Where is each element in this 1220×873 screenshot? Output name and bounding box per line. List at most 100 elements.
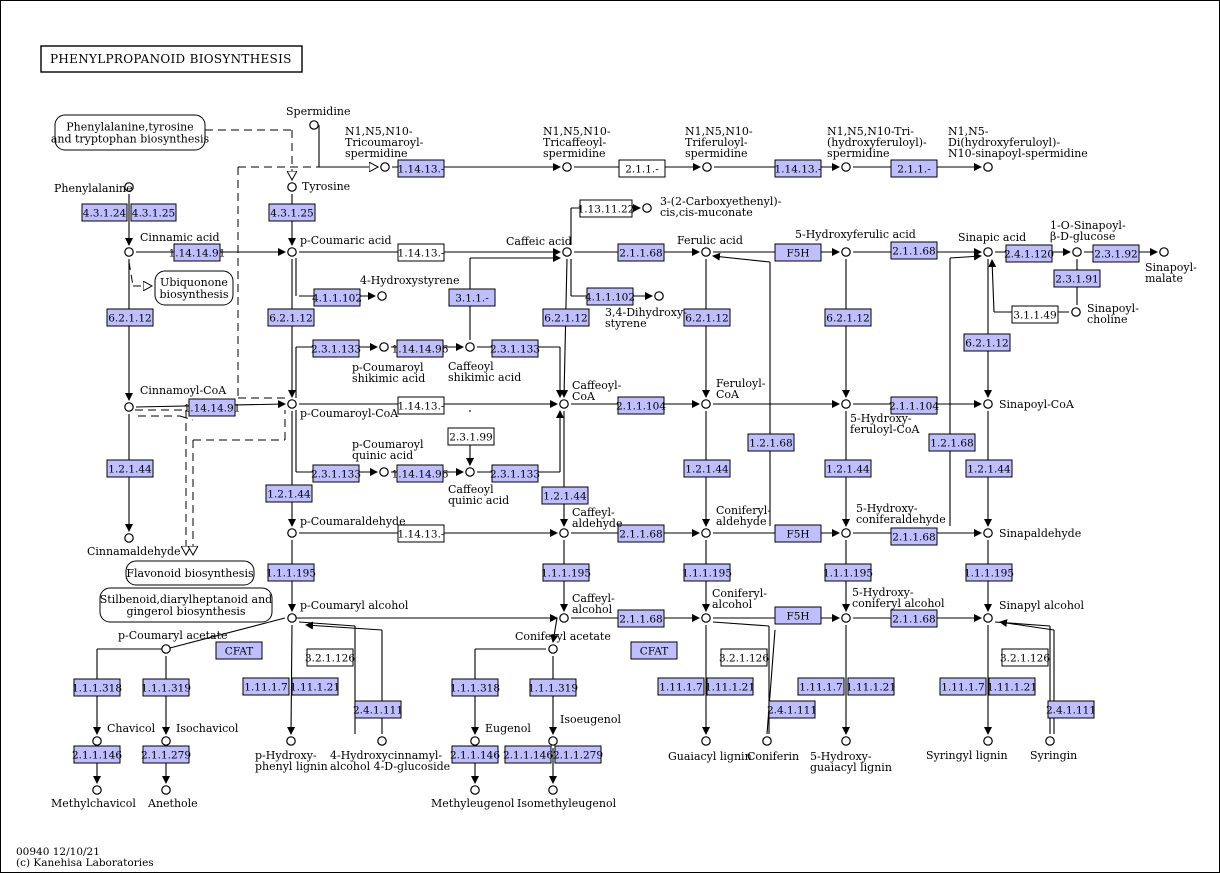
compound-node[interactable] [548,736,558,746]
compound-node[interactable] [559,399,569,409]
enzyme-box[interactable]: 2.3.1.91 [1053,269,1101,288]
enzyme-box[interactable]: 2.1.1.146 [72,745,122,764]
compound-node[interactable] [983,736,993,746]
enzyme-box[interactable]: 4.3.1.25 [130,203,177,222]
enzyme-box[interactable]: 2.1.1.68 [617,243,665,262]
compound-node[interactable] [287,247,297,257]
enzyme-box[interactable]: 1.14.13.- [774,159,822,178]
enzyme-box[interactable]: 6.2.1.12 [963,333,1011,352]
compound-node[interactable] [701,247,711,257]
compound-node[interactable] [1159,247,1169,257]
enzyme-box[interactable]: 2.1.1.68 [890,241,938,260]
compound-node[interactable] [642,203,652,213]
enzyme-box[interactable]: 2.1.1.- [618,159,666,178]
enzyme-box[interactable]: 1.11.1.7 [242,677,290,696]
enzyme-box[interactable]: 1.1.1.195 [266,563,316,582]
enzyme-box[interactable]: 2.1.1.279 [141,745,191,764]
enzyme-box[interactable]: CFAT [630,641,678,660]
compound-node[interactable] [465,342,475,352]
enzyme-box[interactable]: 6.2.1.12 [106,308,154,327]
compound-node[interactable] [92,736,102,746]
compound-node[interactable] [559,528,569,538]
compound-node[interactable] [161,785,171,795]
enzyme-box[interactable]: 3.1.1.- [448,288,496,307]
compound-node[interactable] [161,644,171,654]
compound-node[interactable] [841,528,851,538]
compound-node[interactable] [548,785,558,795]
enzyme-box[interactable]: 1.14.13.- [397,243,445,262]
enzyme-box[interactable]: 2.1.1.104 [616,396,666,415]
compound-node[interactable] [287,399,297,409]
enzyme-box[interactable]: CFAT [215,641,263,660]
enzyme-box[interactable]: 1.11.1.21 [290,677,340,696]
enzyme-box[interactable]: 1.11.1.7 [939,677,987,696]
enzyme-box[interactable]: F5H [774,524,822,543]
compound-node[interactable] [1072,247,1082,257]
compound-node[interactable] [701,399,711,409]
enzyme-box[interactable]: 1.14.14.96 [392,339,449,358]
enzyme-box[interactable]: 2.1.1.146 [503,745,553,764]
compound-node[interactable] [548,644,558,654]
compound-node[interactable] [377,736,387,746]
compound-node[interactable] [702,162,712,172]
compound-node[interactable] [309,120,319,130]
enzyme-box[interactable]: 1.13.11.22 [578,199,635,218]
compound-node[interactable] [559,613,569,623]
compound-node[interactable] [983,528,993,538]
enzyme-box[interactable]: 4.3.1.24 [81,203,128,222]
compound-node[interactable] [124,247,134,257]
compound-node[interactable] [1071,307,1081,317]
compound-node[interactable] [470,736,480,746]
enzyme-box[interactable]: 1.2.1.44 [106,459,154,478]
enzyme-box[interactable]: 1.11.1.21 [987,677,1037,696]
enzyme-box[interactable]: 1.2.1.68 [928,433,976,452]
enzyme-box[interactable]: 1.14.14.91 [184,398,241,417]
enzyme-box[interactable]: 2.1.1.68 [890,527,938,546]
enzyme-box[interactable]: 2.1.1.- [890,159,938,178]
enzyme-box[interactable]: 3.2.1.126 [719,648,769,667]
enzyme-box[interactable]: 1.1.1.195 [541,563,591,582]
enzyme-box[interactable]: 2.1.1.68 [617,524,665,543]
compound-node[interactable] [465,467,475,477]
enzyme-box[interactable]: 1.1.1.195 [823,563,873,582]
enzyme-box[interactable]: F5H [774,243,822,262]
enzyme-box[interactable]: 6.2.1.12 [267,308,315,327]
compound-node[interactable] [701,613,711,623]
compound-node[interactable] [377,291,387,301]
enzyme-box[interactable]: 1.11.1.21 [846,677,896,696]
compound-node[interactable] [701,736,711,746]
enzyme-box[interactable]: 4.1.1.102 [312,288,362,307]
enzyme-box[interactable]: 1.11.1.7 [797,677,845,696]
compound-node[interactable] [841,613,851,623]
enzyme-box[interactable]: 2.3.1.133 [311,464,361,483]
compound-node[interactable] [762,736,772,746]
enzyme-box[interactable]: 1.2.1.44 [965,459,1013,478]
enzyme-box[interactable]: 1.1.1.319 [141,678,191,697]
compound-node[interactable] [287,528,297,538]
enzyme-box[interactable]: 2.1.1.104 [889,396,939,415]
compound-node[interactable] [983,399,993,409]
enzyme-box[interactable]: 1.2.1.44 [541,486,589,505]
compound-node[interactable] [983,613,993,623]
enzyme-box[interactable]: 1.11.1.7 [657,677,705,696]
enzyme-box[interactable]: 1.14.14.96 [392,464,449,483]
enzyme-box[interactable]: 1.14.14.91 [169,243,226,262]
compound-node[interactable] [983,247,993,257]
enzyme-box[interactable]: 2.1.1.146 [450,745,500,764]
enzyme-box[interactable]: 3.2.1.126 [1000,648,1050,667]
compound-node[interactable] [379,342,389,352]
enzyme-box[interactable]: 2.1.1.279 [553,745,603,764]
enzyme-box[interactable]: 3.2.1.126 [305,648,355,667]
compound-node[interactable] [380,162,390,172]
enzyme-box[interactable]: 1.14.13.- [397,524,445,543]
enzyme-box[interactable]: 4.1.1.102 [585,287,635,306]
enzyme-box[interactable]: 3.1.1.49 [1011,305,1059,324]
enzyme-box[interactable]: 6.2.1.12 [683,308,731,327]
enzyme-box[interactable]: 6.2.1.12 [542,308,590,327]
compound-node[interactable] [562,247,572,257]
enzyme-box[interactable]: F5H [774,606,822,625]
enzyme-box[interactable]: 2.3.1.133 [490,464,540,483]
compound-node[interactable] [983,162,993,172]
